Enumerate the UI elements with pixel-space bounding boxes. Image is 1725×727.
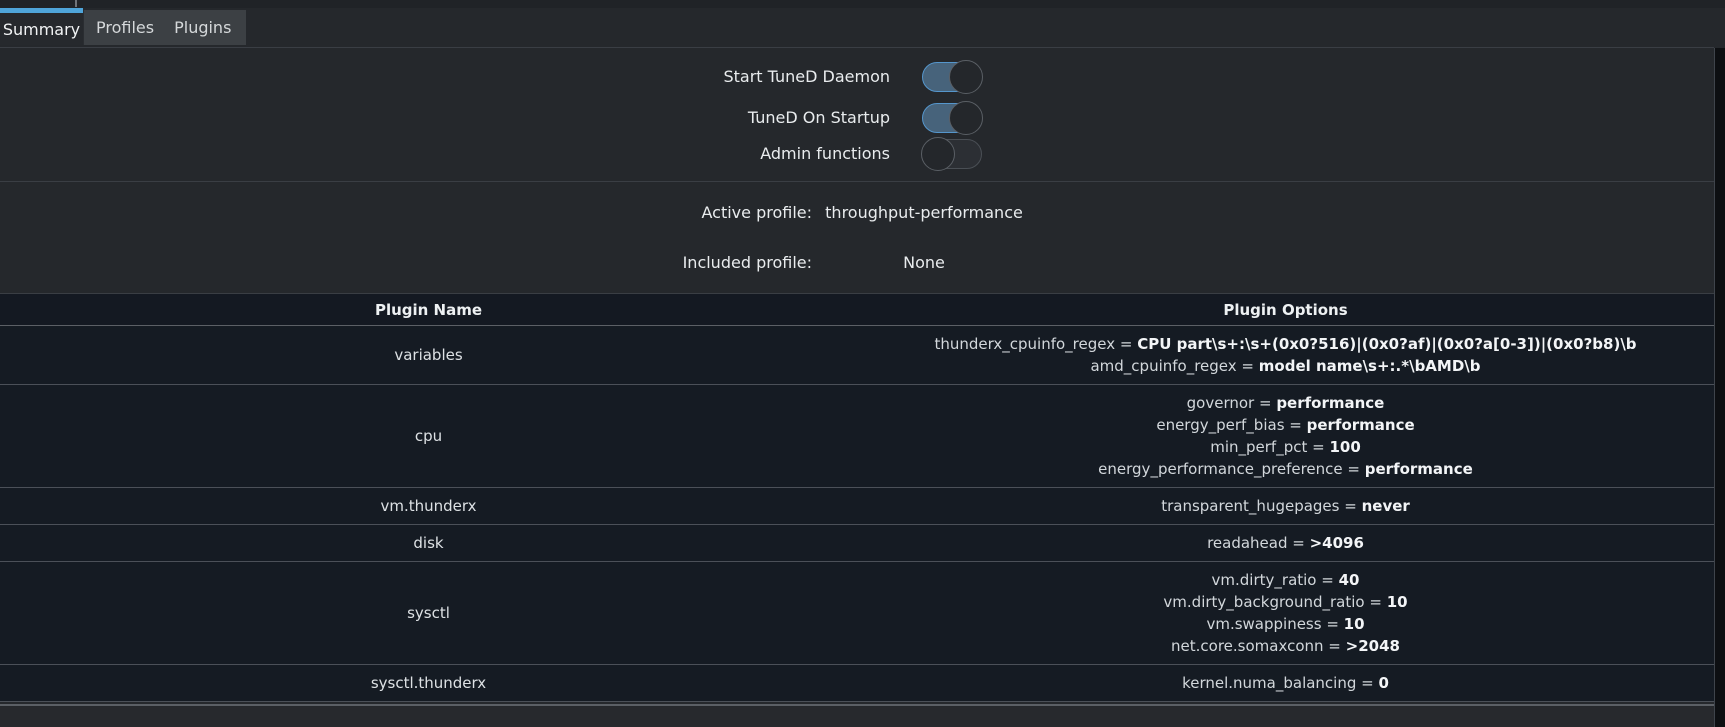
plugin-row[interactable]: disk readahead = >4096 xyxy=(0,525,1714,562)
active-profile-label: Active profile: xyxy=(701,203,812,222)
status-bar xyxy=(0,707,1714,727)
scrollbar-track[interactable] xyxy=(1714,48,1725,727)
tab-summary-label: Summary xyxy=(2,19,81,39)
plugin-options-cell: governor = performance energy_perf_bias =… xyxy=(857,385,1714,487)
frame-bottom-edge xyxy=(0,704,1714,706)
active-profile-value: throughput-performance xyxy=(825,203,1023,222)
plugin-row[interactable]: cpu governor = performance energy_perf_bia… xyxy=(0,385,1714,488)
option-line: readahead = >4096 xyxy=(1207,534,1364,552)
plugin-table-body: variables thunderx_cpuinfo_regex = CPU pa… xyxy=(0,326,1714,702)
option-line: energy_performance_preference = performa… xyxy=(1098,460,1473,478)
separator-under-tabs xyxy=(0,47,1714,48)
tab-bar: Profiles Plugins xyxy=(83,10,247,45)
separator-above-profile xyxy=(0,181,1714,182)
plugin-row[interactable]: sysctl vm.dirty_ratio = 40 vm.dirty_backgr… xyxy=(0,562,1714,665)
included-profile-value: None xyxy=(903,253,945,272)
plugin-options-cell: readahead = >4096 xyxy=(857,525,1714,561)
column-header-plugin-options[interactable]: Plugin Options xyxy=(1223,301,1348,319)
start-daemon-toggle[interactable] xyxy=(922,60,983,94)
toggle-knob xyxy=(949,60,983,94)
toggle-knob xyxy=(949,101,983,135)
tab-plugins[interactable]: Plugins xyxy=(174,18,232,37)
plugin-name-cell: sysctl.thunderx xyxy=(370,674,487,692)
option-line: vm.dirty_ratio = 40 xyxy=(1211,571,1360,589)
admin-functions-toggle[interactable] xyxy=(921,137,982,171)
plugin-row[interactable]: vm.thunderx transparent_hugepages = never xyxy=(0,488,1714,525)
plugin-row[interactable]: sysctl.thunderx kernel.numa_balancing = 0 xyxy=(0,665,1714,702)
column-header-plugin-name[interactable]: Plugin Name xyxy=(374,301,483,319)
included-profile-label: Included profile: xyxy=(682,253,812,272)
window-top-strip xyxy=(0,0,1725,8)
plugin-name-cell: sysctl xyxy=(407,604,450,622)
option-line: vm.swappiness = 10 xyxy=(1206,615,1365,633)
plugin-table: Plugin Name Plugin Options variables thun… xyxy=(0,293,1714,702)
plugin-options-cell: vm.dirty_ratio = 40 vm.dirty_background_r… xyxy=(857,562,1714,664)
plugin-table-header: Plugin Name Plugin Options xyxy=(0,294,1714,326)
tab-profiles[interactable]: Profiles xyxy=(96,18,155,37)
admin-functions-label: Admin functions xyxy=(760,144,890,163)
start-daemon-label: Start TuneD Daemon xyxy=(723,67,890,86)
option-line: amd_cpuinfo_regex = model name\s+:.*\bAM… xyxy=(1090,357,1481,375)
option-line: min_perf_pct = 100 xyxy=(1210,438,1361,456)
option-line: vm.dirty_background_ratio = 10 xyxy=(1163,593,1408,611)
plugin-name-cell: disk xyxy=(413,534,444,552)
startup-toggle[interactable] xyxy=(922,101,983,135)
plugin-options-cell: kernel.numa_balancing = 0 xyxy=(857,665,1714,701)
option-line: transparent_hugepages = never xyxy=(1161,497,1410,515)
plugin-options-cell: transparent_hugepages = never xyxy=(857,488,1714,524)
option-line: kernel.numa_balancing = 0 xyxy=(1182,674,1389,692)
toggle-knob xyxy=(921,137,955,171)
plugin-name-cell: cpu xyxy=(414,427,443,445)
option-line: thunderx_cpuinfo_regex = CPU part\s+:\s+… xyxy=(934,335,1637,353)
tab-summary[interactable]: Summary xyxy=(0,8,83,45)
option-line: energy_perf_bias = performance xyxy=(1156,416,1415,434)
option-line: net.core.somaxconn = >2048 xyxy=(1171,637,1400,655)
plugin-name-cell: variables xyxy=(394,346,463,364)
startup-label: TuneD On Startup xyxy=(747,108,890,127)
plugin-options-cell: thunderx_cpuinfo_regex = CPU part\s+:\s+… xyxy=(857,326,1714,384)
plugin-row[interactable]: variables thunderx_cpuinfo_regex = CPU pa… xyxy=(0,326,1714,385)
plugin-name-cell: vm.thunderx xyxy=(380,497,477,515)
window-top-tick xyxy=(75,0,77,7)
option-line: governor = performance xyxy=(1186,394,1385,412)
